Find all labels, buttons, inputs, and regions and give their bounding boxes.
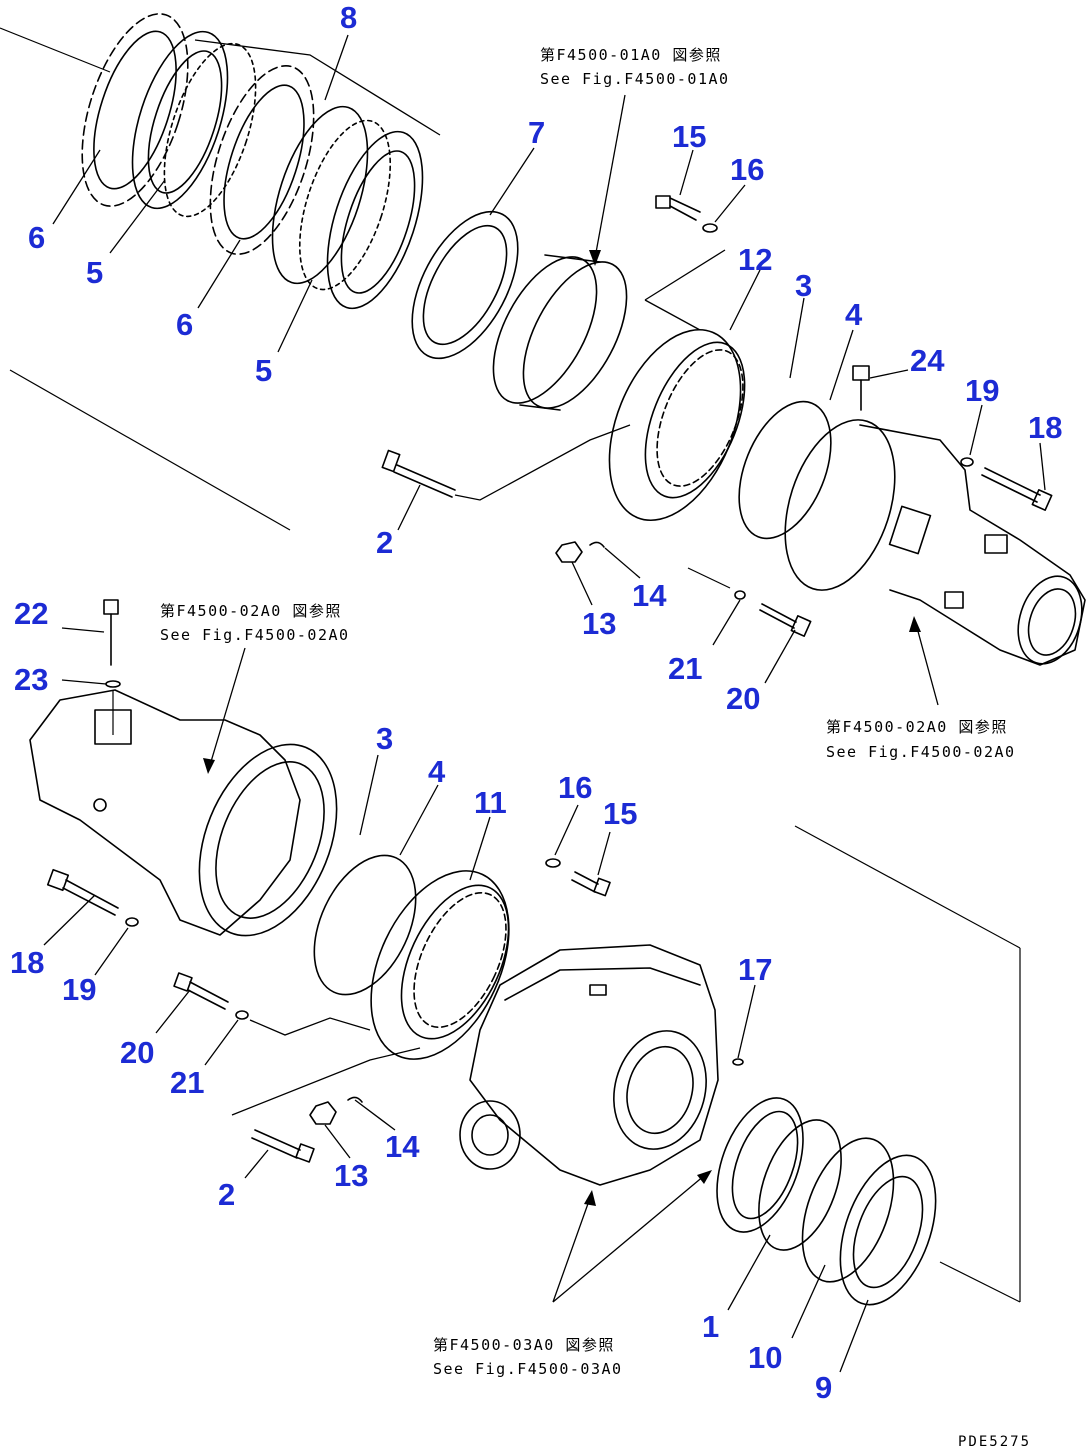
axis-lines	[0, 27, 1021, 1303]
differential-case	[459, 944, 719, 1186]
callout-3-lower: 3	[376, 721, 393, 756]
callout-2-lower: 2	[218, 1177, 235, 1212]
callout-4-lower: 4	[428, 754, 446, 789]
callout-7: 7	[528, 115, 545, 150]
callout-5-upper-b: 5	[255, 353, 272, 388]
leader-12a	[644, 249, 726, 301]
callout-2-upper: 2	[376, 525, 393, 560]
callout-13-lower: 13	[334, 1158, 368, 1193]
callout-16-upper: 16	[730, 152, 764, 187]
pin-17	[732, 1058, 744, 1066]
callout-20-upper: 20	[726, 681, 760, 716]
axle-housing-left	[29, 689, 338, 937]
callout-19-lower: 19	[62, 972, 96, 1007]
bolt-2-lower	[251, 1129, 315, 1163]
ref-note-4-en: See Fig.F4500-03A0	[433, 1360, 623, 1378]
ref-note-3-en: See Fig.F4500-02A0	[160, 626, 350, 644]
callout-15-lower: 15	[603, 796, 637, 831]
callout-16-lower: 16	[558, 770, 592, 805]
callout-13-upper: 13	[582, 606, 616, 641]
callout-leaders	[43, 34, 1046, 1373]
callout-24: 24	[910, 343, 945, 378]
disc-5-lower	[271, 105, 424, 310]
leader-12b	[644, 299, 701, 331]
callout-11: 11	[474, 785, 507, 820]
nut-13-lower	[309, 1096, 363, 1125]
callout-20-lower: 20	[120, 1035, 154, 1070]
callout-18-upper: 18	[1028, 410, 1062, 445]
piston-7	[411, 210, 519, 360]
dipstick-22	[103, 599, 121, 735]
ref-note-3-jp: 第F4500-02A0 図参照	[160, 602, 342, 620]
ref-note-1-en: See Fig.F4500-01A0	[540, 70, 730, 88]
bolt-18-upper	[960, 457, 1053, 511]
bolt-15-lower	[545, 858, 611, 897]
ring-10	[758, 1119, 842, 1251]
gear-6-upper	[81, 13, 189, 207]
disc-5-upper	[131, 30, 257, 218]
callout-6-upper-a: 6	[28, 220, 45, 255]
callout-4-upper: 4	[845, 297, 863, 332]
callout-5-upper-a: 5	[86, 255, 103, 290]
o-ring-4-lower	[313, 854, 417, 996]
bolt-15-upper	[655, 195, 718, 233]
gear-6-lower	[209, 65, 315, 255]
bolt-2-upper	[381, 449, 456, 498]
leader-2-upper	[454, 424, 631, 501]
callout-numbers: 8 7 15 16 12 3 4 24 19 18 6 5 6 5 2 14 1…	[10, 0, 1062, 1405]
callout-9: 9	[815, 1370, 832, 1405]
bolt-20-lower	[173, 972, 249, 1020]
leader-20-lower	[249, 1017, 371, 1036]
ref-note-1-jp: 第F4500-01A0 図参照	[540, 46, 722, 64]
reference-arrows	[203, 94, 939, 1303]
bolt-20-upper	[687, 567, 812, 637]
callout-8: 8	[340, 0, 357, 35]
ref-note-4-jp: 第F4500-03A0 図参照	[433, 1336, 615, 1354]
callout-22: 22	[14, 596, 48, 631]
drawing-code: PDE5275	[958, 1434, 1031, 1450]
o-ring-4-upper	[738, 400, 832, 540]
bearing-1	[716, 1097, 804, 1233]
bracket-8	[194, 39, 441, 136]
callout-21-lower: 21	[170, 1065, 204, 1100]
callout-18-lower: 18	[10, 945, 44, 980]
callout-1: 1	[702, 1309, 719, 1344]
callout-6-upper-b: 6	[176, 307, 193, 342]
callout-17: 17	[738, 952, 772, 987]
housing-12	[608, 328, 746, 522]
ring-gear-part	[492, 254, 628, 411]
callout-14-upper: 14	[632, 578, 667, 613]
cover-9	[801, 1137, 937, 1306]
ref-note-2-jp: 第F4500-02A0 図参照	[826, 718, 1008, 736]
callout-10: 10	[748, 1340, 782, 1375]
leader-2-lower	[231, 1047, 421, 1116]
nut-13-upper	[555, 541, 605, 563]
callout-3-upper: 3	[795, 268, 812, 303]
callout-14-lower: 14	[385, 1129, 420, 1164]
callout-15-upper: 15	[672, 119, 706, 154]
callout-12: 12	[738, 242, 772, 277]
callout-19-upper: 19	[965, 373, 999, 408]
breather-24	[852, 365, 870, 411]
callout-23: 23	[14, 662, 48, 697]
housing-11	[370, 870, 510, 1060]
ref-note-2-en: See Fig.F4500-02A0	[826, 743, 1016, 761]
axle-housing-right	[784, 419, 1086, 666]
callout-21-upper: 21	[668, 651, 702, 686]
